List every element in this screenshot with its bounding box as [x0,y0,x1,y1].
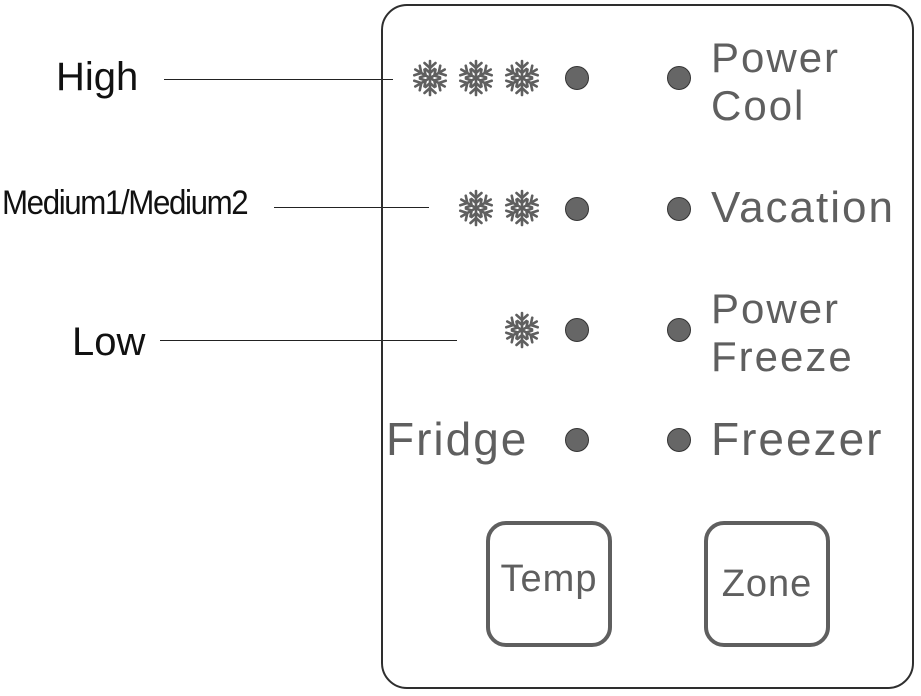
label-power-freeze-line1: Power [711,285,841,332]
snowflake-icon [502,58,542,98]
label-power-cool: Power Cool [711,34,840,130]
led-low [565,318,589,342]
temp-button-label: Temp [500,557,598,600]
level-label-medium: Medium1/Medium2 [2,184,249,222]
level-label-high: High [56,55,139,99]
label-power-freeze-line2: Freeze [711,333,854,380]
snowflake-icon [502,188,542,228]
label-power-freeze: Power Freeze [711,285,854,381]
leader-line-high [164,79,393,80]
label-freezer: Freezer [711,413,884,465]
label-power-cool-line2: Cool [711,82,806,129]
led-fridge [565,428,589,452]
leader-line-medium [274,207,429,208]
control-panel [381,4,914,689]
led-power-freeze [667,318,691,342]
snowflake-icon [410,58,450,98]
level-label-low: Low [72,320,146,364]
zone-button[interactable]: Zone [704,521,830,647]
snowflake-icon [456,58,496,98]
led-medium [565,197,589,221]
temp-button[interactable]: Temp [486,521,612,647]
led-vacation [667,197,691,221]
label-power-cool-line1: Power [711,34,841,81]
leader-line-low [160,340,457,341]
zone-button-label: Zone [721,562,813,605]
label-vacation: Vacation [711,183,895,232]
snowflake-icon [456,188,496,228]
led-high [565,66,589,90]
led-power-cool [667,66,691,90]
label-fridge: Fridge [386,413,529,465]
led-freezer [667,428,691,452]
snowflake-icon [502,310,542,350]
